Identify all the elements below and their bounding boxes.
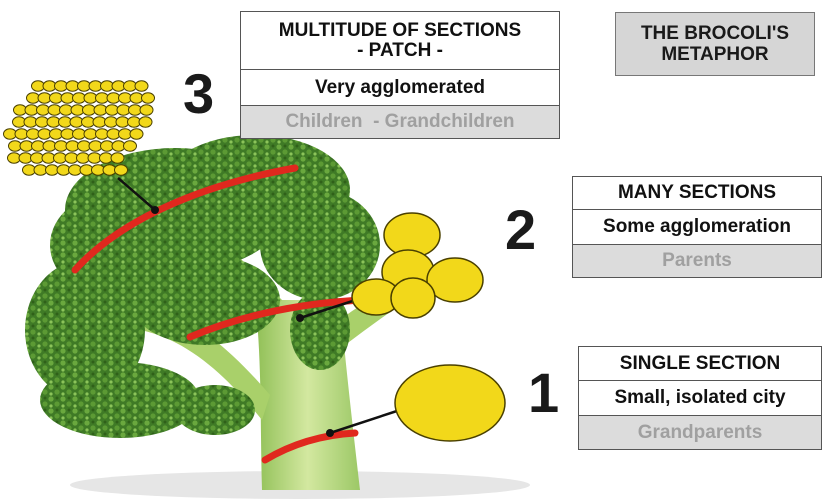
title-line-1: THE BROCOLI'S (616, 23, 814, 44)
patch-cell (124, 141, 137, 151)
patch-cell (115, 165, 128, 175)
patch-cell (142, 93, 155, 103)
level-description-2: Some agglomeration (573, 210, 821, 245)
level-generation-3: Children - Grandchildren (241, 106, 559, 138)
level-heading-1: SINGLE SECTION (579, 347, 821, 381)
patch-cell (140, 105, 153, 115)
single-cell (395, 365, 505, 441)
diagram-title: THE BROCOLI'S METAPHOR (615, 12, 815, 76)
heading-3-line-2: - PATCH - (357, 41, 443, 61)
level-generation-2: Parents (573, 245, 821, 277)
patch-cell (139, 117, 152, 127)
level-number-2: 2 (505, 202, 536, 258)
level-generation-1: Grandparents (579, 416, 821, 449)
patch-cell (135, 81, 148, 91)
level-description-1: Small, isolated city (579, 381, 821, 416)
level-description-3: Very agglomerated (241, 70, 559, 106)
patch-cell (130, 129, 143, 139)
heading-3-line-1: MULTITUDE OF SECTIONS (279, 21, 521, 41)
patch-cell (111, 153, 124, 163)
level-box-3: MULTITUDE OF SECTIONS - PATCH - Very agg… (240, 11, 560, 139)
level-heading-2: MANY SECTIONS (573, 177, 821, 210)
title-line-2: METAPHOR (616, 44, 814, 65)
level-number-1: 1 (528, 365, 559, 421)
level-box-2: MANY SECTIONS Some agglomeration Parents (572, 176, 822, 278)
level-heading-3: MULTITUDE OF SECTIONS - PATCH - (241, 12, 559, 70)
level-number-3: 3 (183, 66, 214, 122)
level-box-1: SINGLE SECTION Small, isolated city Gran… (578, 346, 822, 450)
